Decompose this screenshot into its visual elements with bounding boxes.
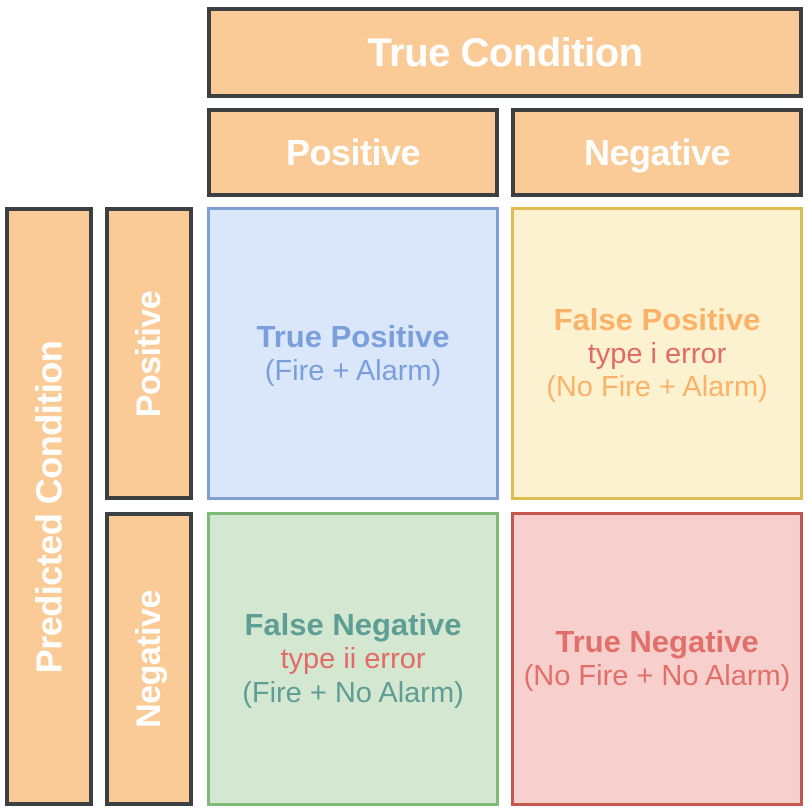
cell-true-negative: True Negative (No Fire + No Alarm)	[511, 512, 803, 806]
cell-false-positive: False Positive type i error (No Fire + A…	[511, 207, 803, 500]
column-axis-title: True Condition	[207, 7, 803, 98]
column-header-positive: Positive	[207, 108, 499, 197]
cell-false-negative: False Negative type ii error (Fire + No …	[207, 512, 499, 806]
cell-true-positive-title: True Positive	[256, 318, 450, 354]
cell-false-positive-note: (No Fire + Alarm)	[546, 371, 768, 404]
column-header-positive-label: Positive	[285, 131, 421, 173]
row-header-negative: Negative	[105, 512, 193, 806]
row-axis-title: Predicted Condition	[5, 207, 93, 806]
cell-true-negative-title: True Negative	[555, 624, 759, 660]
column-header-negative-label: Negative	[583, 131, 731, 173]
cell-false-negative-error-type: type ii error	[280, 643, 426, 676]
cell-false-positive-title: False Positive	[553, 301, 761, 337]
cell-true-positive-note: (Fire + Alarm)	[264, 354, 442, 387]
row-header-positive: Positive	[105, 207, 193, 500]
cell-true-negative-note: (No Fire + No Alarm)	[523, 660, 791, 693]
column-axis-title-label: True Condition	[367, 30, 643, 75]
cell-true-positive: True Positive (Fire + Alarm)	[207, 207, 499, 500]
cell-false-negative-note: (Fire + No Alarm)	[242, 676, 464, 709]
column-header-negative: Negative	[511, 108, 803, 197]
cell-false-negative-title: False Negative	[244, 607, 462, 643]
row-header-positive-label: Positive	[130, 290, 169, 417]
row-axis-title-label: Predicted Condition	[28, 340, 69, 673]
row-header-negative-label: Negative	[130, 590, 169, 728]
cell-false-positive-error-type: type i error	[587, 337, 727, 370]
